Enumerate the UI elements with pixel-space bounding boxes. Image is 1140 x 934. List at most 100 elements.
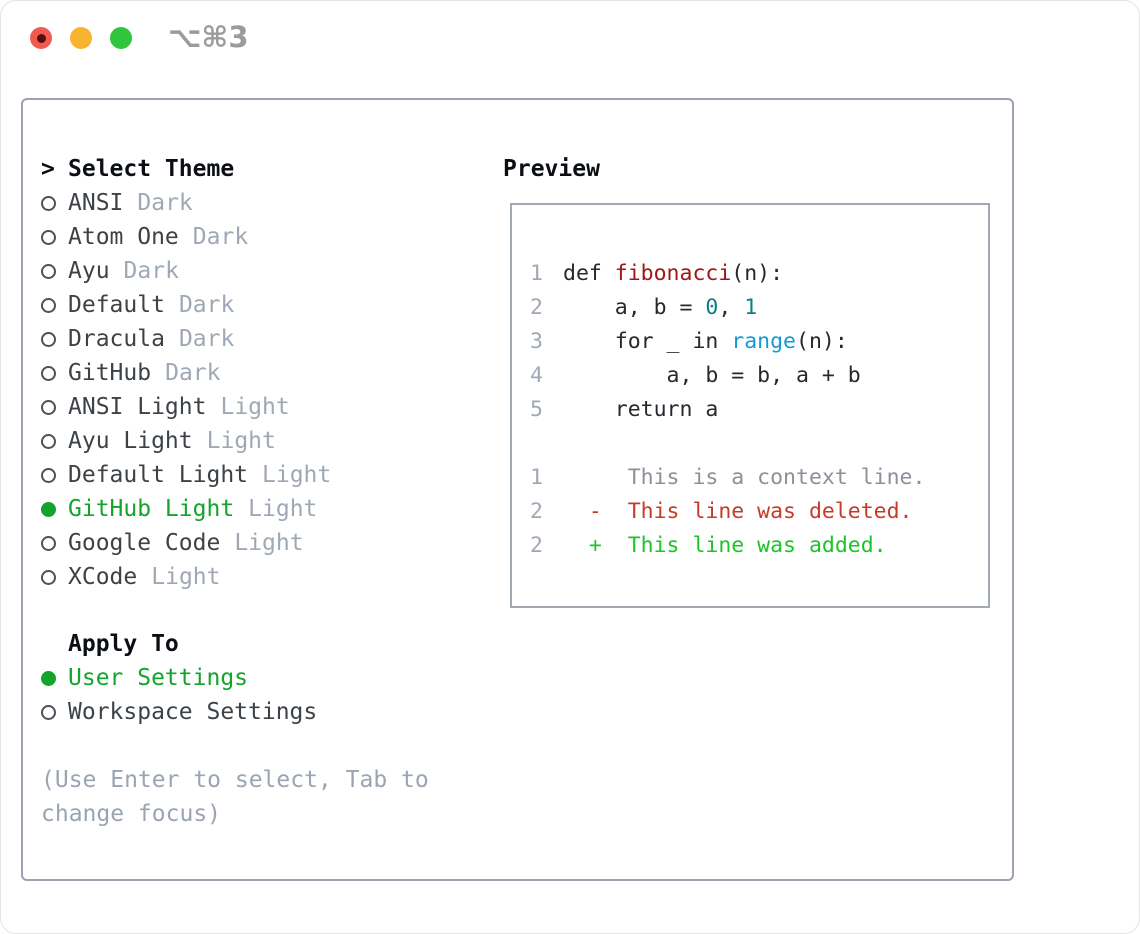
code-segment-code: (n): [731, 260, 784, 286]
theme-variant-tag: Dark [178, 292, 235, 318]
theme-option-dracula[interactable]: Dracula Dark [41, 322, 429, 356]
code-text: This is a context line. [563, 464, 926, 490]
code-line: 2 - This line was deleted. [530, 494, 988, 528]
line-number: 2 [530, 294, 543, 320]
code-segment-code: a, b = b, a + b [563, 362, 861, 388]
code-text: def fibonacci(n): [563, 261, 783, 286]
code-segment-code: return a [563, 396, 719, 422]
line-number: 2 [530, 498, 543, 524]
theme-option-label: GitHub [68, 360, 152, 386]
code-text: - This line was deleted. [563, 499, 913, 524]
bullet-column [41, 195, 68, 211]
theme-option-atom-one[interactable]: Atom One Dark [41, 220, 429, 254]
theme-option-default[interactable]: Default Dark [41, 288, 429, 322]
bullet-column [41, 331, 68, 347]
apply-option-label: User Settings [68, 665, 249, 691]
theme-option-label: Google Code [68, 530, 221, 556]
radio-icon [41, 263, 56, 279]
code-text: a, b = b, a + b [563, 363, 861, 388]
apply-to-header-row: Apply To [41, 627, 429, 661]
theme-option-default-light[interactable]: Default Light Light [41, 458, 429, 492]
bullet-column [41, 433, 68, 449]
code-segment-added: + This line was added. [563, 532, 887, 558]
code-segment-code: for _ in [563, 328, 732, 354]
spacer [41, 594, 429, 627]
theme-option-label: ANSI [68, 190, 124, 216]
code-segment-code: , [718, 294, 745, 320]
radio-icon [41, 399, 56, 415]
apply-option-workspace-settings[interactable]: Workspace Settings [41, 695, 429, 729]
code-segment-deleted: - This line was deleted. [563, 498, 913, 524]
bullet-column [41, 501, 68, 517]
theme-option-ayu-light[interactable]: Ayu Light Light [41, 424, 429, 458]
theme-option-label: Ayu Light [68, 428, 193, 454]
radio-icon [41, 195, 56, 211]
line-number: 2 [530, 532, 543, 558]
keyboard-hint-line-1: (Use Enter to select, Tab to [41, 767, 429, 793]
apply-to-title: Apply To [68, 631, 179, 657]
line-number: 1 [530, 260, 543, 286]
bullet-column [41, 297, 68, 313]
radio-selected-icon [41, 501, 56, 517]
close-dot-icon [36, 33, 46, 43]
theme-option-label: Default Light [68, 462, 249, 488]
code-segment-context: This is a context line. [563, 464, 926, 490]
code-line: 1 This is a context line. [530, 460, 988, 494]
code-line: 4 a, b = b, a + b [530, 358, 988, 392]
radio-icon [41, 433, 56, 449]
radio-icon [41, 229, 56, 245]
code-line: 1 def fibonacci(n): [530, 256, 988, 290]
theme-variant-tag: Dark [123, 258, 179, 284]
code-text: for _ in range(n): [563, 329, 848, 354]
radio-icon [41, 331, 56, 347]
theme-variant-tag: Light [206, 428, 276, 454]
code-text: a, b = 0, 1 [563, 295, 757, 320]
code-text: + This line was added. [563, 533, 887, 558]
bullet-column [41, 704, 68, 720]
theme-option-label: Dracula [68, 326, 165, 352]
minimize-button[interactable] [70, 27, 92, 49]
theme-variant-tag: Dark [165, 360, 221, 386]
code-segment-number: 0 [705, 294, 719, 320]
code-line: 2 + This line was added. [530, 528, 988, 562]
bullet-column [41, 569, 68, 585]
theme-variant-tag: Light [151, 564, 221, 590]
radio-icon [41, 535, 56, 551]
theme-variant-tag: Dark [192, 224, 249, 250]
bullet-column [41, 399, 68, 415]
bullet-column [41, 229, 68, 245]
theme-option-label: Default [68, 292, 165, 318]
theme-list-header: > Select Theme [41, 152, 429, 186]
apply-option-user-settings[interactable]: User Settings [41, 661, 429, 695]
code-line: 3 for _ in range(n): [530, 324, 988, 358]
theme-variant-tag: Dark [137, 190, 193, 216]
theme-variant-tag: Light [248, 496, 318, 522]
theme-option-github-light[interactable]: GitHub Light Light [41, 492, 429, 526]
code-segment-code: def [563, 260, 615, 286]
theme-variant-tag: Light [262, 462, 332, 488]
code-line: 5 return a [530, 392, 988, 426]
radio-icon [41, 297, 56, 313]
bullet-column [41, 535, 68, 551]
close-button[interactable] [30, 27, 52, 49]
line-number: 3 [530, 328, 543, 354]
theme-option-github[interactable]: GitHub Dark [41, 356, 429, 390]
theme-option-label: GitHub Light [68, 496, 235, 522]
bullet-column [41, 263, 68, 279]
preview-title: Preview [503, 156, 600, 182]
theme-variant-tag: Dark [178, 326, 235, 352]
zoom-button[interactable] [110, 27, 132, 49]
line-number: 5 [530, 396, 543, 422]
code-segment-code: a, b = [563, 294, 706, 320]
radio-icon [41, 704, 56, 720]
theme-option-label: Atom One [68, 224, 179, 250]
theme-option-ansi[interactable]: ANSI Dark [41, 186, 429, 220]
